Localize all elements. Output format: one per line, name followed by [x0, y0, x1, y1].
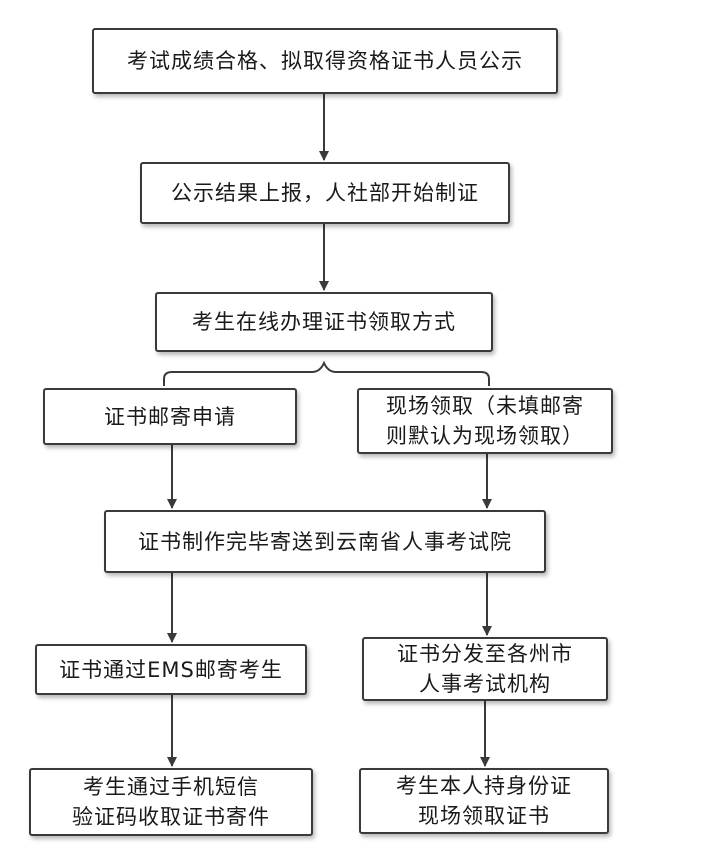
node-online: 考生在线办理证书领取方式 [155, 292, 493, 352]
node-online-label: 考生在线办理证书领取方式 [192, 310, 456, 334]
node-distribute: 证书分发至各州市 人事考试机构 [362, 637, 608, 701]
node-report: 公示结果上报，人社部开始制证 [140, 162, 510, 224]
node-ems: 证书通过EMS邮寄考生 [35, 644, 307, 695]
node-distribute-label: 证书分发至各州市 人事考试机构 [397, 642, 573, 696]
node-sms-label: 考生通过手机短信 验证码收取证书寄件 [72, 775, 270, 829]
node-publicity: 考试成绩合格、拟取得资格证书人员公示 [92, 28, 558, 94]
node-produce: 证书制作完毕寄送到云南省人事考试院 [104, 510, 546, 573]
node-onsite: 现场领取（未填邮寄 则默认为现场领取） [357, 388, 613, 454]
node-ems-label: 证书通过EMS邮寄考生 [59, 657, 283, 682]
node-sms: 考生通过手机短信 验证码收取证书寄件 [29, 768, 313, 836]
node-publicity-label: 考试成绩合格、拟取得资格证书人员公示 [127, 49, 523, 73]
node-mail-apply-label: 证书邮寄申请 [104, 404, 236, 429]
node-pickup: 考生本人持身份证 现场领取证书 [359, 768, 609, 834]
node-produce-label: 证书制作完毕寄送到云南省人事考试院 [138, 529, 512, 554]
node-pickup-label: 考生本人持身份证 现场领取证书 [396, 774, 572, 828]
node-report-label: 公示结果上报，人社部开始制证 [171, 181, 479, 205]
brace-connector [163, 360, 490, 386]
node-onsite-label: 现场领取（未填邮寄 则默认为现场领取） [386, 394, 584, 448]
node-mail-apply: 证书邮寄申请 [43, 388, 297, 445]
